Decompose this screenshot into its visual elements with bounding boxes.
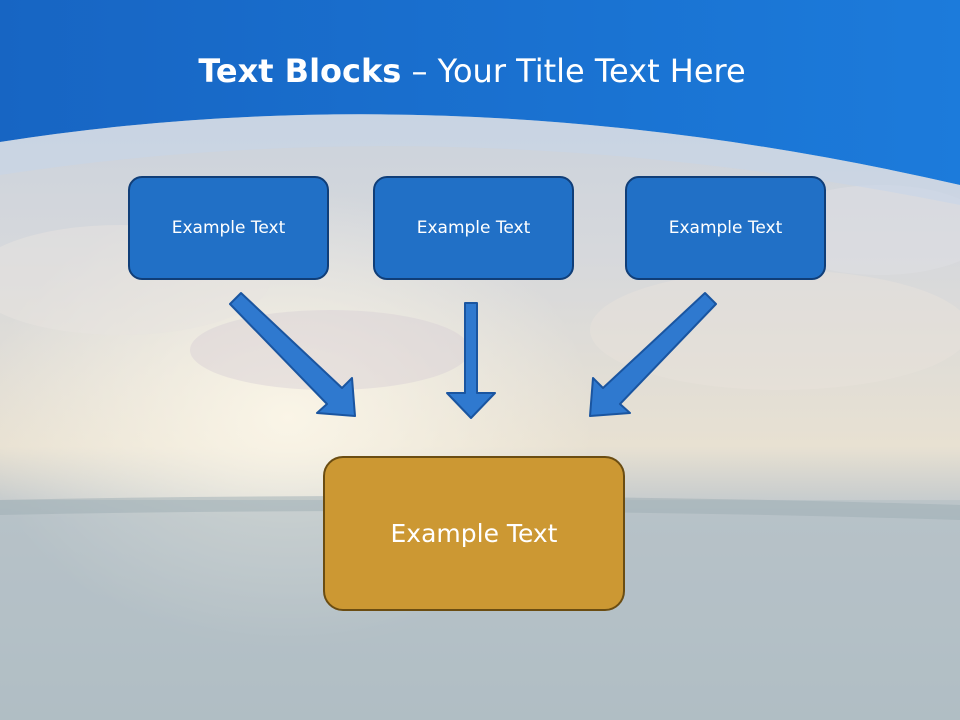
arrow-center (446, 302, 496, 419)
target-block[interactable]: Example Text (323, 456, 625, 611)
text-block-3-label: Example Text (668, 218, 783, 238)
text-block-2[interactable]: Example Text (373, 176, 574, 280)
title-rest: Your Title Text Here (437, 52, 746, 90)
text-block-3[interactable]: Example Text (625, 176, 826, 280)
arrow-left (229, 292, 356, 417)
text-block-1-label: Example Text (171, 218, 286, 238)
title-bold: Text Blocks (198, 52, 402, 90)
arrow-right (589, 292, 717, 417)
text-block-1[interactable]: Example Text (128, 176, 329, 280)
slide-title: Text Blocks – Your Title Text Here (0, 52, 944, 90)
title-separator: – (401, 52, 438, 90)
target-block-label: Example Text (390, 519, 558, 548)
text-block-2-label: Example Text (416, 218, 531, 238)
